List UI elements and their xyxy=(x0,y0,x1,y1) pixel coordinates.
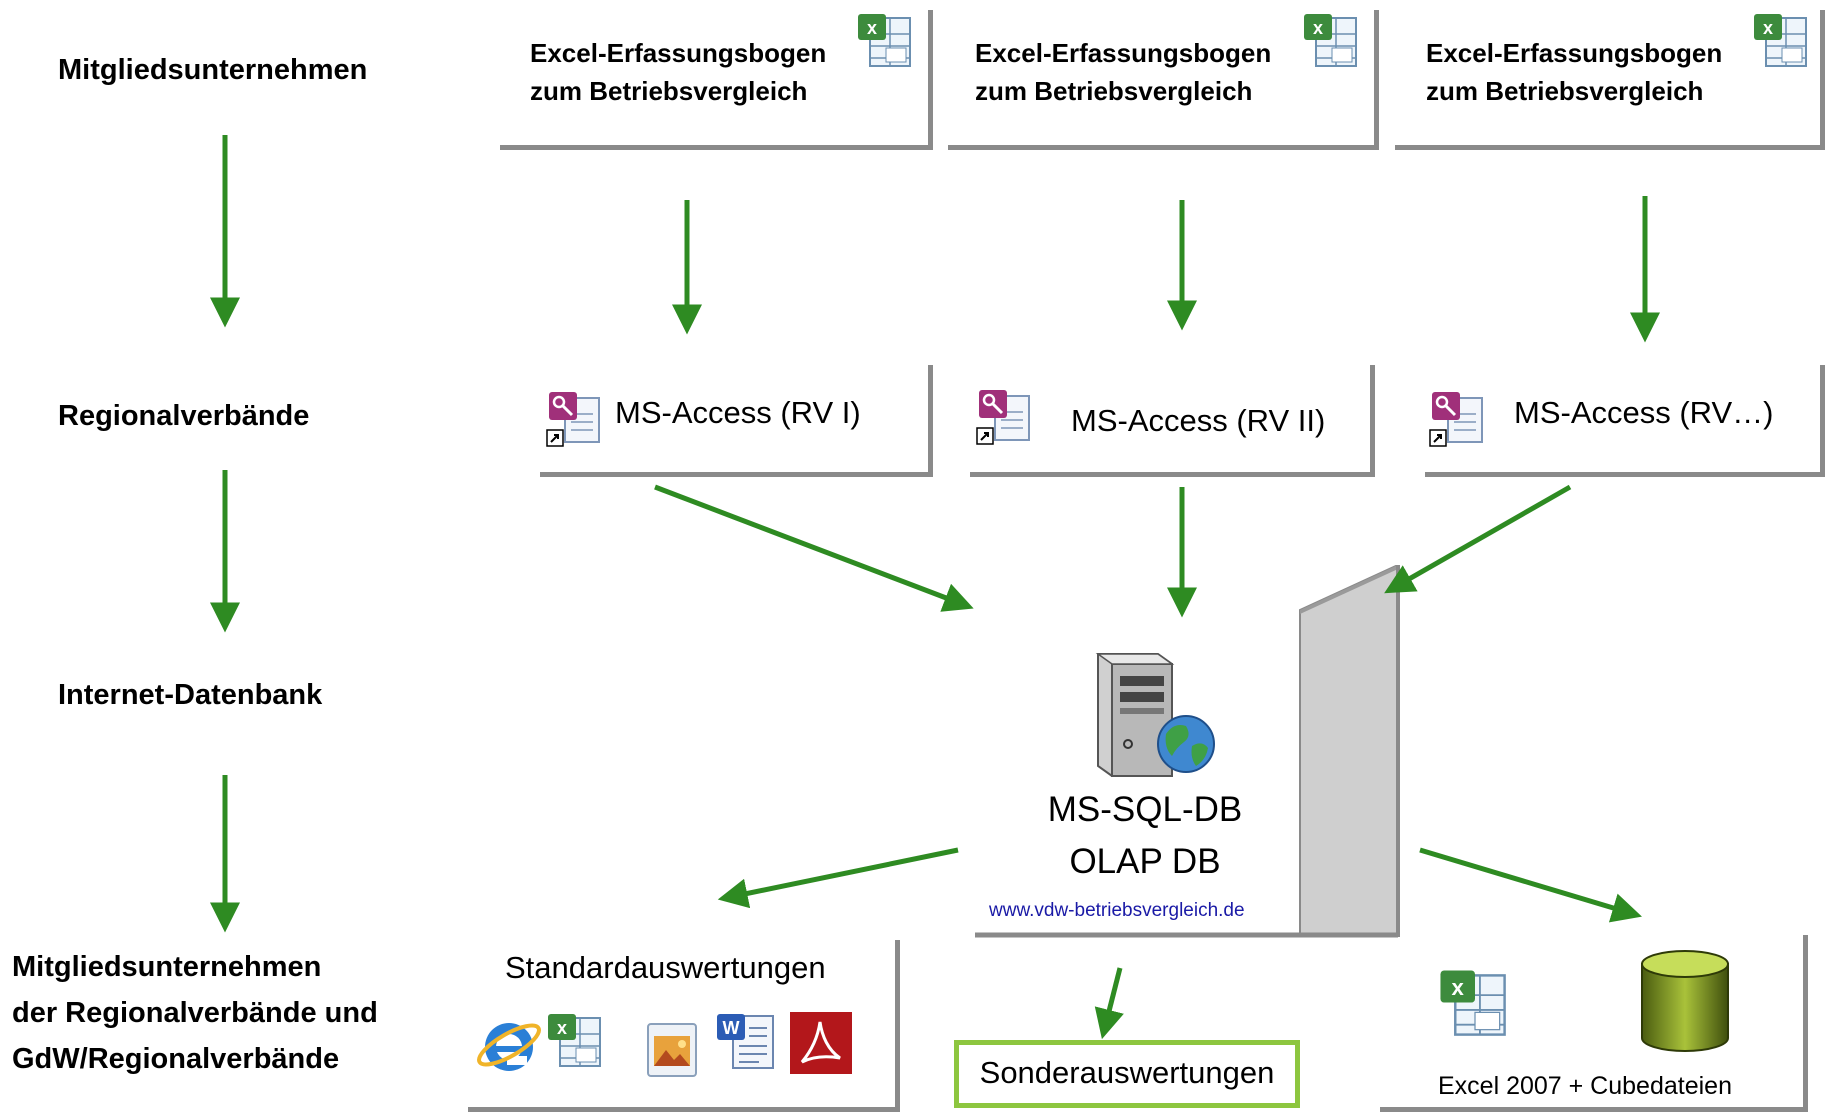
level-label-output-line1: Mitgliedsunternehmen xyxy=(12,951,322,983)
internet-explorer-icon xyxy=(477,1023,541,1071)
access-box-3 xyxy=(1425,365,1825,477)
excel-form-title-2: Excel-Erfassungsbogen zum Betriebsvergle… xyxy=(975,38,1272,106)
svg-text:x: x xyxy=(557,1018,567,1038)
svg-text:x: x xyxy=(1763,18,1773,38)
svg-text:x: x xyxy=(867,18,877,38)
access-box-2 xyxy=(970,365,1375,477)
special-analysis-box xyxy=(954,1040,1300,1108)
level-label-output-line3: GdW/Regionalverbände xyxy=(12,1043,340,1075)
server-label-line1: MS-SQL-DB xyxy=(1047,790,1243,829)
excel-form-title-3: Excel-Erfassungsbogen zum Betriebsvergle… xyxy=(1426,38,1723,106)
excel-icon: x xyxy=(1440,970,1506,1036)
arrow-server-special xyxy=(1094,967,1124,1040)
pdf-icon xyxy=(790,1012,852,1074)
excel-cube-label: Excel 2007 + Cubedateien xyxy=(1438,1072,1732,1100)
excel-form-box-3 xyxy=(1395,10,1825,150)
cube-database-icon xyxy=(1641,950,1729,1052)
arrow-server-standard xyxy=(717,847,959,909)
level-label-output: Mitgliedsunternehmen der Regionalverbänd… xyxy=(12,944,378,1082)
excel-icon: x xyxy=(1754,14,1807,67)
excel-icon: x xyxy=(858,14,911,67)
svg-text:x: x xyxy=(1452,975,1465,1000)
access-label-2: MS-Access (RV II) xyxy=(1071,403,1326,438)
level-label-regional: Regionalverbände xyxy=(58,400,310,432)
special-analysis-label: Sonderauswertungen xyxy=(979,1055,1275,1090)
server-label: MS-SQL-DB OLAP DB xyxy=(1010,784,1280,888)
level-label-members: Mitgliedsunternehmen xyxy=(58,54,368,86)
excel-cube-output-box-bottom xyxy=(1380,1102,1808,1112)
level-label-internet-db: Internet-Datenbank xyxy=(58,679,323,711)
server-url-link[interactable]: www.vdw-betriebsvergleich.de xyxy=(989,900,1245,921)
standard-output-box xyxy=(468,940,900,1112)
svg-text:W: W xyxy=(723,1018,740,1038)
access-box-1 xyxy=(540,365,933,477)
server-globe-icon xyxy=(1095,653,1215,777)
standard-output-label: Standardauswertungen xyxy=(505,950,826,985)
server-panel-wall xyxy=(975,565,1400,938)
excel-form-title-1: Excel-Erfassungsbogen zum Betriebsvergle… xyxy=(530,38,827,106)
svg-text:x: x xyxy=(1313,18,1323,38)
level-label-output-line2: der Regionalverbände und xyxy=(12,997,378,1029)
arrow-access3-server xyxy=(1384,484,1572,594)
access-icon xyxy=(976,390,1030,445)
server-label-line2: OLAP DB xyxy=(1069,842,1221,881)
access-label-3: MS-Access (RV…) xyxy=(1514,395,1774,430)
access-icon xyxy=(546,392,600,447)
word-icon: W xyxy=(717,1014,774,1069)
standard-output-box-bottom xyxy=(468,1102,900,1112)
excel-icon: x xyxy=(548,1014,601,1067)
access-label-1: MS-Access (RV I) xyxy=(615,395,861,430)
arrow-access1-server xyxy=(654,484,974,612)
excel-icon: x xyxy=(1304,14,1357,67)
image-icon xyxy=(647,1023,697,1077)
access-icon xyxy=(1429,392,1483,447)
arrow-server-excelcube xyxy=(1419,847,1642,923)
excel-cube-output-box xyxy=(1380,935,1808,1112)
